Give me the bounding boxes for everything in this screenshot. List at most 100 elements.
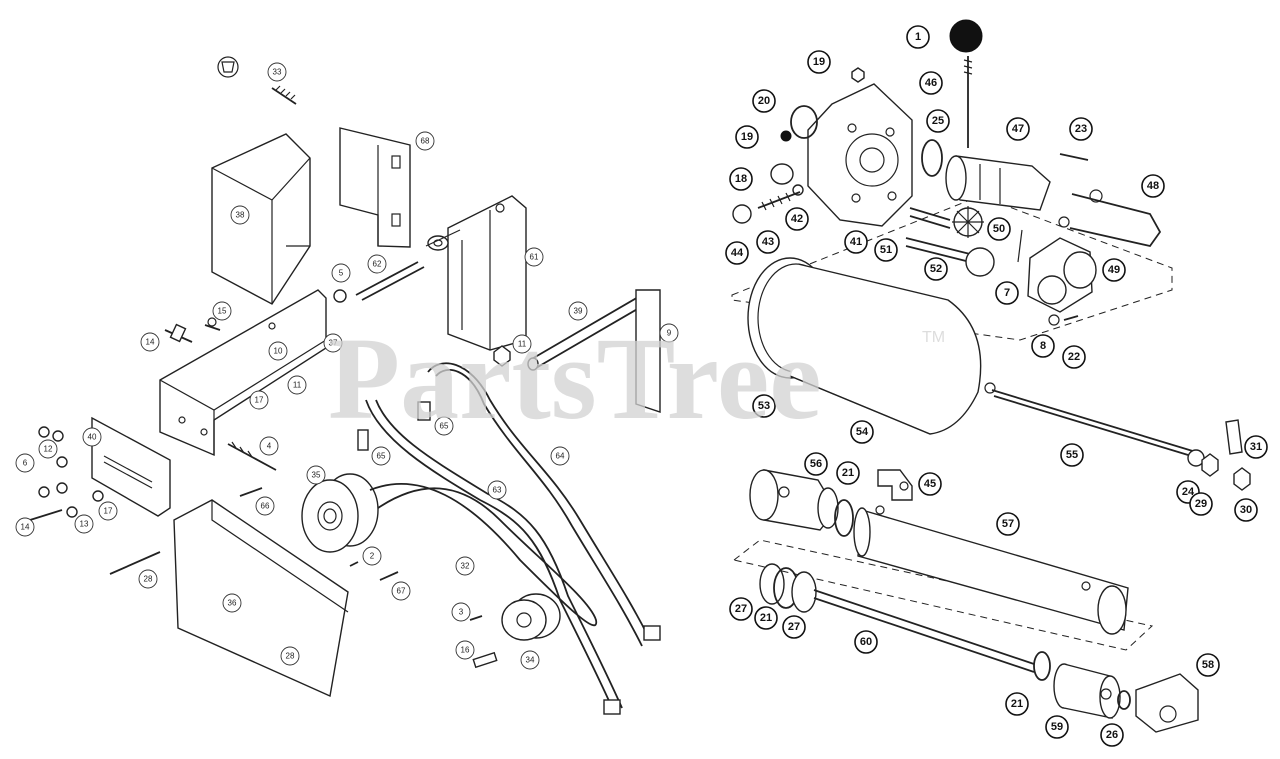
svg-text:45: 45 bbox=[924, 478, 936, 490]
callout-33: 33 bbox=[267, 62, 287, 82]
part-3-screw bbox=[469, 615, 483, 621]
callout-1: 1 bbox=[906, 25, 930, 49]
callout-32: 32 bbox=[455, 556, 475, 576]
svg-text:55: 55 bbox=[1066, 449, 1078, 461]
part-23-pin bbox=[1059, 153, 1089, 161]
callout-14: 14 bbox=[140, 332, 160, 352]
svg-text:23: 23 bbox=[1075, 123, 1087, 135]
svg-text:21: 21 bbox=[842, 467, 854, 479]
callout-16: 16 bbox=[455, 640, 475, 660]
callout-63: 63 bbox=[487, 480, 507, 500]
svg-text:9: 9 bbox=[667, 329, 672, 338]
svg-text:6: 6 bbox=[23, 459, 28, 468]
svg-text:44: 44 bbox=[731, 247, 744, 259]
part-43-spring bbox=[757, 191, 801, 209]
svg-text:11: 11 bbox=[518, 340, 527, 349]
part-37-bracket bbox=[159, 289, 327, 457]
svg-text:57: 57 bbox=[1002, 518, 1014, 530]
part-41-pump-body bbox=[807, 83, 913, 227]
left-callouts: 33 38 68 61 62 5 15 14 10 37 11 39 9 11 … bbox=[15, 62, 679, 670]
part-48-clip bbox=[1069, 193, 1162, 248]
callout-4: 4 bbox=[259, 436, 279, 456]
callout-50: 50 bbox=[987, 217, 1011, 241]
svg-text:36: 36 bbox=[228, 599, 237, 608]
callout-67: 67 bbox=[391, 581, 411, 601]
part-16-key bbox=[472, 651, 498, 669]
svg-text:31: 31 bbox=[1250, 441, 1262, 453]
svg-text:8: 8 bbox=[1040, 340, 1046, 352]
callout-23: 23 bbox=[1069, 117, 1093, 141]
part-38-cover bbox=[211, 133, 311, 305]
callout-53: 53 bbox=[752, 394, 776, 418]
svg-text:63: 63 bbox=[493, 486, 502, 495]
callout-49: 49 bbox=[1102, 258, 1126, 282]
callout-21a: 21 bbox=[836, 461, 860, 485]
part-35-pulley bbox=[301, 473, 379, 553]
svg-text:4: 4 bbox=[267, 442, 272, 451]
part-19-ball bbox=[780, 130, 792, 142]
svg-text:14: 14 bbox=[146, 338, 155, 347]
callout-7: 7 bbox=[995, 281, 1019, 305]
part-66-pin bbox=[239, 487, 263, 497]
callout-8: 8 bbox=[1031, 334, 1055, 358]
svg-text:29: 29 bbox=[1195, 498, 1207, 510]
svg-text:51: 51 bbox=[880, 244, 892, 256]
svg-text:12: 12 bbox=[44, 445, 53, 454]
part-39-rod bbox=[527, 289, 661, 413]
svg-text:33: 33 bbox=[273, 68, 282, 77]
svg-text:64: 64 bbox=[556, 452, 565, 461]
svg-text:1: 1 bbox=[915, 31, 921, 43]
callout-25: 25 bbox=[926, 109, 950, 133]
hydraulic-hoses bbox=[365, 362, 661, 715]
svg-text:48: 48 bbox=[1147, 180, 1159, 192]
svg-text:5: 5 bbox=[339, 269, 344, 278]
part-56-cylinder-end bbox=[749, 469, 839, 531]
callout-21b: 21 bbox=[754, 606, 778, 630]
svg-text:61: 61 bbox=[530, 253, 539, 262]
callout-15: 15 bbox=[212, 301, 232, 321]
svg-text:19: 19 bbox=[813, 56, 825, 68]
part-18-bushing bbox=[770, 163, 794, 185]
svg-text:28: 28 bbox=[144, 575, 153, 584]
callout-62: 62 bbox=[367, 254, 387, 274]
callout-52: 52 bbox=[924, 257, 948, 281]
callout-48: 48 bbox=[1141, 174, 1165, 198]
svg-text:17: 17 bbox=[255, 396, 264, 405]
callout-64: 64 bbox=[550, 446, 570, 466]
svg-text:49: 49 bbox=[1108, 264, 1120, 276]
part-5-clamp bbox=[333, 289, 347, 303]
callout-43: 43 bbox=[756, 230, 780, 254]
part-8-washer bbox=[1048, 314, 1060, 326]
svg-text:21: 21 bbox=[1011, 698, 1023, 710]
part-22-screw bbox=[1063, 315, 1079, 321]
callout-9: 9 bbox=[659, 323, 679, 343]
part-33-screw bbox=[217, 56, 297, 105]
part-50-gear bbox=[952, 206, 984, 238]
callout-27b: 27 bbox=[782, 615, 806, 639]
watermark-trademark: TM bbox=[922, 329, 945, 346]
callout-66: 66 bbox=[255, 496, 275, 516]
callout-13: 13 bbox=[74, 514, 94, 534]
callout-11b: 11 bbox=[287, 375, 307, 395]
callout-44: 44 bbox=[725, 241, 749, 265]
svg-text:16: 16 bbox=[461, 646, 470, 655]
svg-text:17: 17 bbox=[104, 507, 113, 516]
piston-seals bbox=[759, 563, 817, 613]
callout-34: 34 bbox=[520, 650, 540, 670]
callout-58: 58 bbox=[1196, 653, 1220, 677]
svg-text:67: 67 bbox=[397, 587, 406, 596]
callout-3: 3 bbox=[451, 602, 471, 622]
svg-text:27: 27 bbox=[735, 603, 747, 615]
svg-text:35: 35 bbox=[312, 471, 321, 480]
right-callouts: 1 19 46 20 25 47 23 19 18 48 42 41 50 44… bbox=[725, 25, 1268, 747]
callout-55: 55 bbox=[1060, 443, 1084, 467]
part-40-plate bbox=[91, 416, 171, 517]
callout-61: 61 bbox=[524, 247, 544, 267]
svg-text:60: 60 bbox=[860, 636, 872, 648]
svg-text:18: 18 bbox=[735, 173, 747, 185]
callout-54: 54 bbox=[850, 420, 874, 444]
partstree-watermark: PartsTree TM bbox=[328, 313, 945, 444]
svg-text:65: 65 bbox=[377, 452, 386, 461]
svg-text:66: 66 bbox=[261, 502, 270, 511]
callout-26: 26 bbox=[1100, 723, 1124, 747]
